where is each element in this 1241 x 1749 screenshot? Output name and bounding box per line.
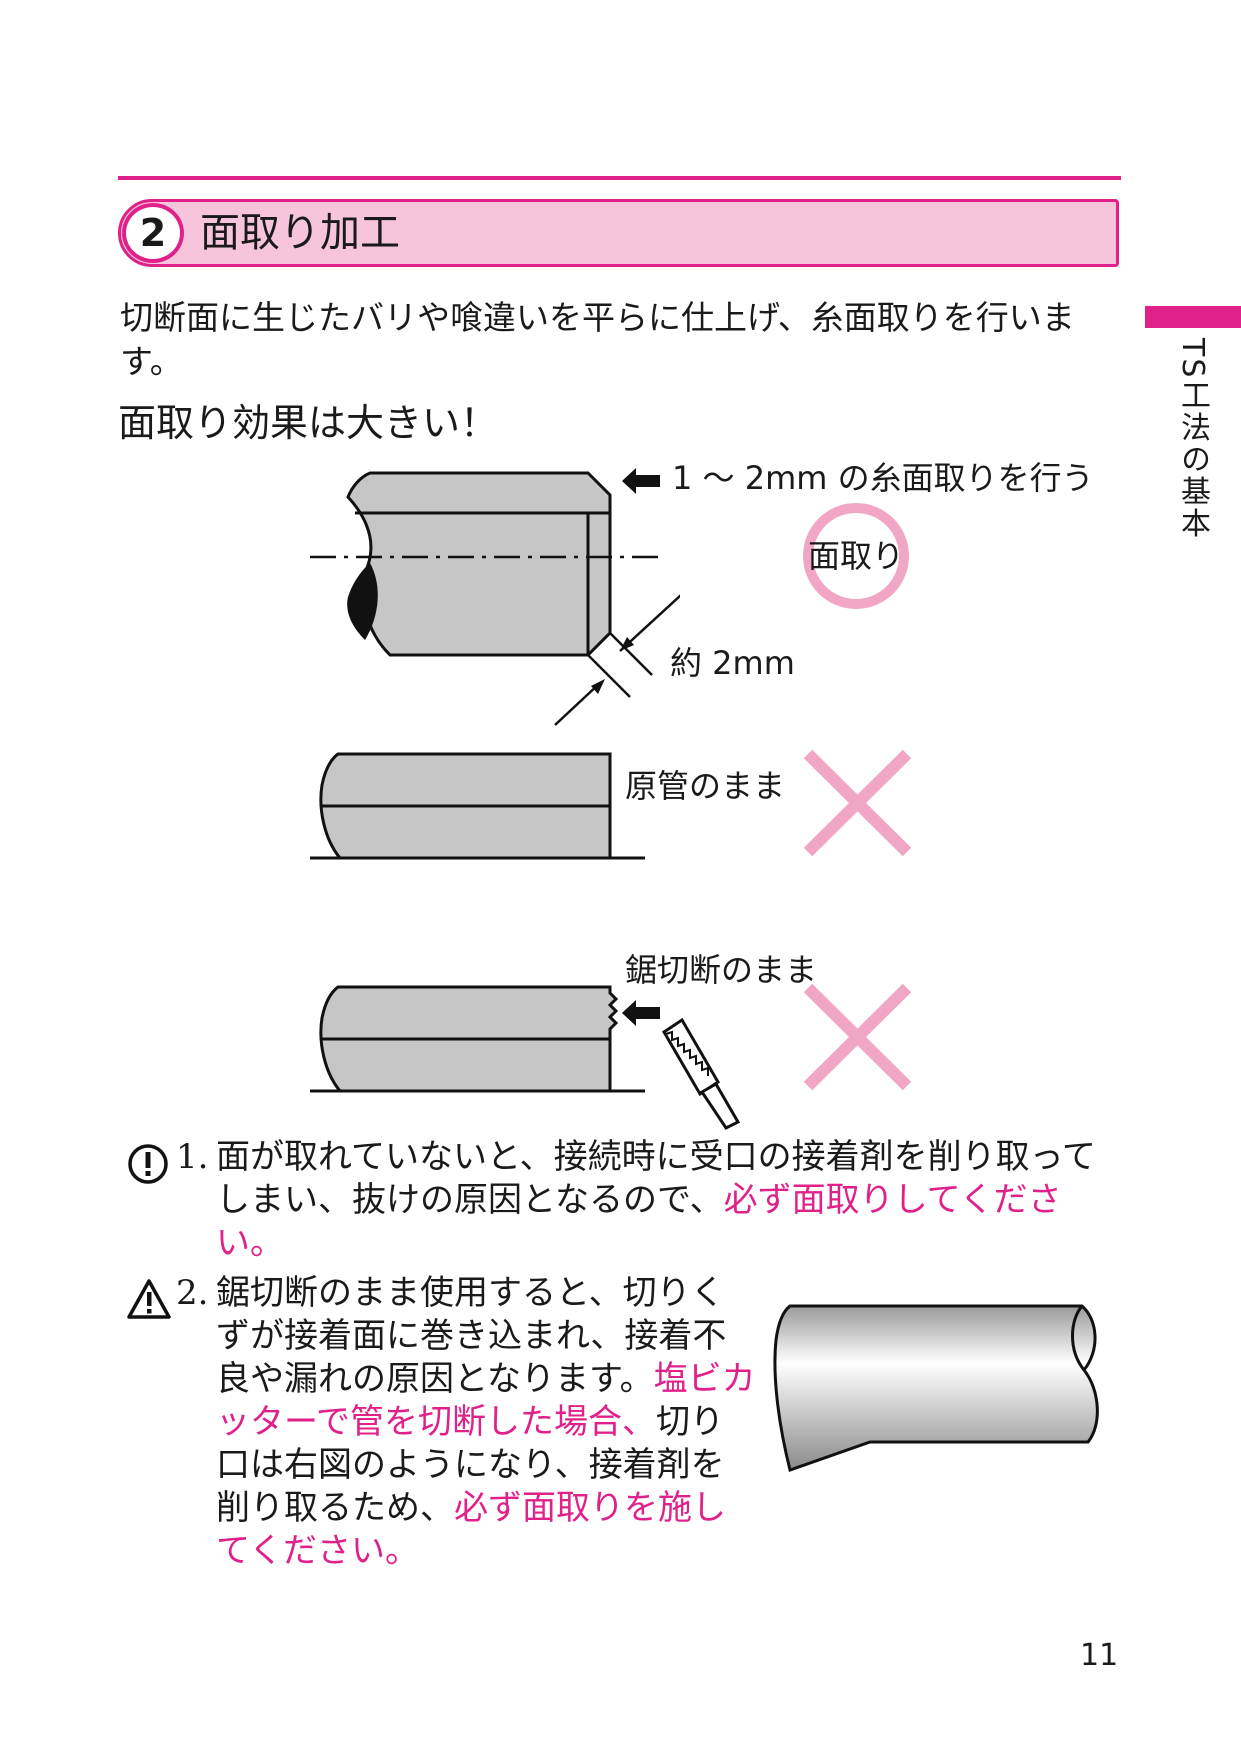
note-2-text: 鋸切断のまま使用すると、切りくずが接着面に巻き込まれ、接着不良や漏れの原因となり… bbox=[216, 1272, 756, 1573]
cutter-cut-pipe-figure bbox=[773, 1304, 1099, 1472]
saw-cut-pipe-figure bbox=[310, 985, 645, 1093]
pipe-body bbox=[346, 471, 612, 657]
page-number: 11 bbox=[1080, 1638, 1119, 1673]
cutter-cut-pipe-body bbox=[773, 1304, 1099, 1472]
arrow-left-icon bbox=[622, 468, 660, 494]
intro-text: 切断面に生じたバリや喰違いを平らに仕上げ、糸面取りを行います。 bbox=[120, 298, 1075, 381]
section-title: 面取り加工 bbox=[200, 210, 400, 256]
chamfer-instruction-label: 1 ～ 2mm の糸面取りを行う bbox=[672, 459, 1094, 497]
note-1-number: 1. bbox=[176, 1137, 209, 1177]
saw-icon bbox=[661, 1017, 741, 1130]
section-number: 2 bbox=[122, 203, 184, 263]
note-2-number: 2. bbox=[176, 1273, 209, 1313]
sub-heading: 面取り効果は大きい！ bbox=[118, 401, 499, 445]
section-heading-box bbox=[118, 199, 1119, 267]
approx-size-label: 約 2mm bbox=[670, 644, 795, 682]
note-2-plain-1: 鋸切断のまま使用すると、切りくずが接着面に巻き込まれ、接着不良や漏れの原因となり… bbox=[216, 1273, 727, 1399]
note-2-plain-2: 切り口は右図のようになり、接着剤を削り取るため、 bbox=[216, 1402, 725, 1528]
arrow-left-icon bbox=[622, 1000, 660, 1026]
note-2-emphasis-2: 必ず面取りを施してください。 bbox=[216, 1488, 726, 1571]
saw-cut-label: 鋸切断のまま bbox=[625, 951, 818, 989]
ng-cross-icon bbox=[803, 983, 912, 1091]
note-1-plain: 面が取れていないと、接続時に受口の接着剤を削り取ってしまい、抜けの原因となるので… bbox=[216, 1137, 1096, 1220]
note-1-text: 面が取れていないと、接続時に受口の接着剤を削り取ってしまい、抜けの原因となるので… bbox=[216, 1136, 1120, 1265]
chamfered-pipe-figure bbox=[310, 471, 680, 726]
warning-triangle-icon bbox=[127, 1279, 171, 1319]
ng-cross-icon bbox=[803, 749, 912, 857]
chamfer-ok-label: 面取り bbox=[808, 537, 905, 575]
ok-circle-icon bbox=[803, 503, 909, 609]
side-tab-bar bbox=[1145, 306, 1241, 328]
side-tab-label: TS工法の基本 bbox=[1175, 338, 1210, 540]
exclamation-circle-icon bbox=[128, 1144, 168, 1184]
note-2-emphasis-1: 塩ビカッターで管を切断した場合、 bbox=[216, 1359, 756, 1442]
note-1-emphasis: 必ず面取りしてください。 bbox=[216, 1180, 1062, 1263]
raw-pipe-figure bbox=[310, 752, 645, 860]
section-top-rule bbox=[118, 176, 1121, 180]
raw-pipe-label: 原管のまま bbox=[625, 767, 786, 805]
